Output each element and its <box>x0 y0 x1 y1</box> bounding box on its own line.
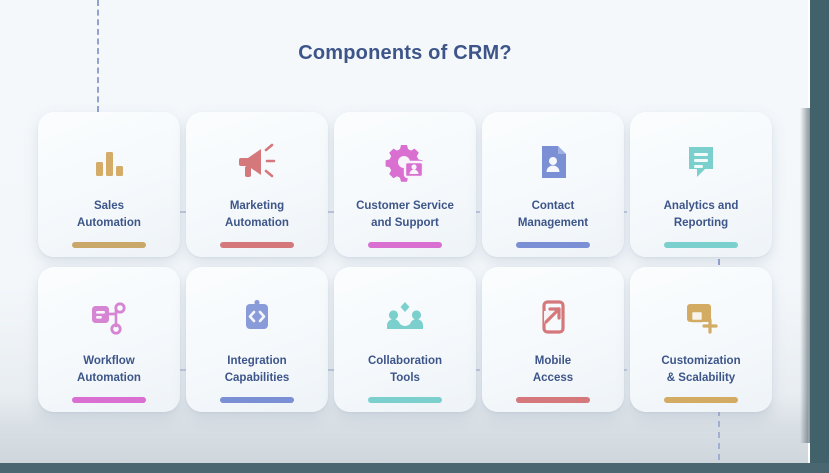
card-accent-bar <box>664 397 738 403</box>
report-document-icon <box>679 140 723 184</box>
card-label: Sales Automation <box>77 200 141 229</box>
card-customer-service-and-support[interactable]: Customer Service and Support <box>334 112 476 257</box>
card-connector-dash <box>325 211 334 213</box>
infographic-canvas: Components of CRM? Sales Automation <box>0 0 810 463</box>
card-collaboration-tools[interactable]: Collaboration Tools <box>334 267 476 412</box>
right-edge-shadow <box>800 108 810 443</box>
card-accent-bar <box>516 397 590 403</box>
card-accent-bar <box>72 242 146 248</box>
card-label: Marketing Automation <box>225 200 289 229</box>
card-label: Customer Service and Support <box>356 200 454 229</box>
components-row-2: Workflow Automation Integration Capabili… <box>38 267 772 412</box>
card-label: Analytics and Reporting <box>663 200 739 229</box>
card-connector-dash <box>325 369 334 371</box>
bar-chart-icon <box>87 140 131 184</box>
card-label: Workflow Automation <box>77 355 141 384</box>
card-label: Customization & Scalability <box>661 355 741 384</box>
bottom-edge-bar <box>0 463 829 473</box>
card-label: Integration Capabilities <box>224 355 290 384</box>
page-title: Components of CRM? <box>298 42 512 64</box>
card-analytics-and-reporting[interactable]: Analytics and Reporting <box>630 112 772 257</box>
contact-card-icon <box>531 140 575 184</box>
mobile-arrow-icon <box>531 295 575 339</box>
card-marketing-automation[interactable]: Marketing Automation <box>186 112 328 257</box>
card-workflow-automation[interactable]: Workflow Automation <box>38 267 180 412</box>
card-label: Collaboration Tools <box>367 355 443 384</box>
gear-contact-icon <box>383 140 427 184</box>
workflow-icon <box>87 295 131 339</box>
card-accent-bar <box>220 242 294 248</box>
card-accent-bar <box>368 242 442 248</box>
right-edge-strip <box>800 0 829 473</box>
people-group-icon <box>383 295 427 339</box>
dashed-connector-bottom-right <box>718 410 720 460</box>
dashed-connector-middle-right <box>718 250 720 274</box>
card-accent-bar <box>72 397 146 403</box>
dashed-connector-top-left <box>97 0 99 112</box>
components-grid: Sales Automation Marketing A <box>38 112 772 412</box>
windows-plus-icon <box>679 295 723 339</box>
card-mobile-access[interactable]: Mobile Access <box>482 267 624 412</box>
card-accent-bar <box>368 397 442 403</box>
card-connector-dash <box>178 211 187 213</box>
card-accent-bar <box>220 397 294 403</box>
card-label: Mobile Access <box>532 355 574 384</box>
components-row-1: Sales Automation Marketing A <box>38 112 772 257</box>
megaphone-icon <box>235 140 279 184</box>
card-connector-dash <box>178 369 187 371</box>
card-accent-bar <box>516 242 590 248</box>
card-label: Contact Management <box>517 200 589 229</box>
card-contact-management[interactable]: Contact Management <box>482 112 624 257</box>
code-brackets-icon <box>235 295 279 339</box>
card-accent-bar <box>664 242 738 248</box>
card-sales-automation[interactable]: Sales Automation <box>38 112 180 257</box>
card-customization-and-scalability[interactable]: Customization & Scalability <box>630 267 772 412</box>
card-integration-capabilities[interactable]: Integration Capabilities <box>186 267 328 412</box>
